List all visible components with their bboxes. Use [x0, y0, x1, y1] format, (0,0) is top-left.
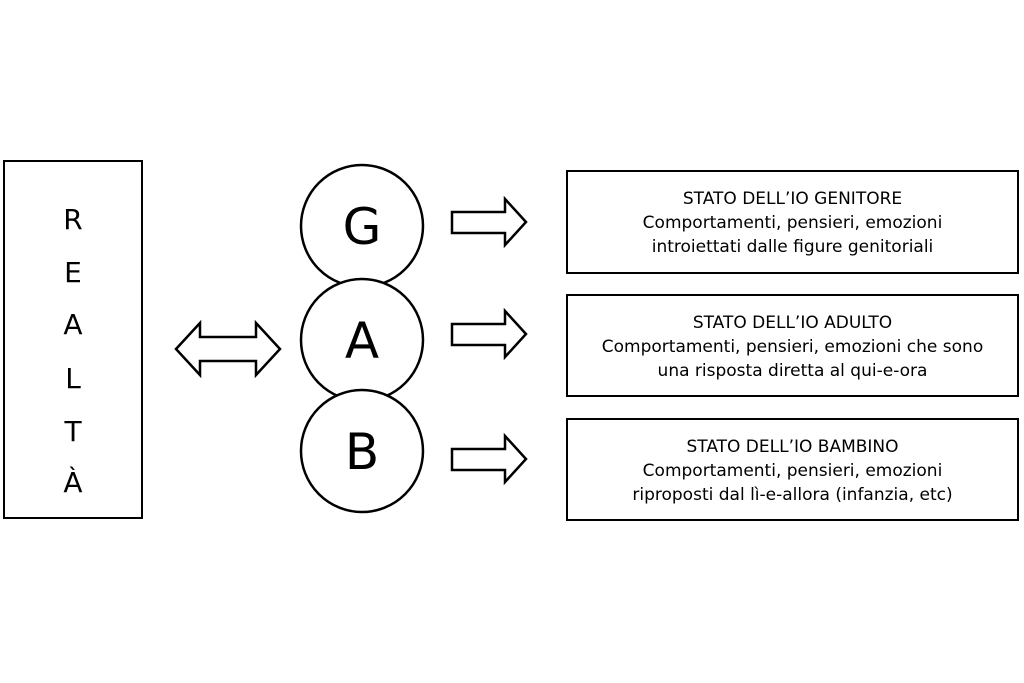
reality-letter-5: T	[64, 415, 82, 448]
reality-letter-6: À	[63, 466, 83, 499]
circle-a-letter: A	[345, 312, 379, 370]
arrow-right-icon	[450, 307, 528, 361]
arrow-right-icon	[450, 432, 528, 486]
state-box-bambino: STATO DELL’IO BAMBINO Comportamenti, pen…	[566, 418, 1019, 521]
state-title: STATO DELL’IO ADULTO	[692, 313, 893, 333]
reality-letter-3: A	[63, 308, 83, 341]
state-line: Comportamenti, pensieri, emozioni	[642, 213, 943, 233]
double-arrow-icon	[174, 319, 282, 379]
circle-b	[299, 388, 425, 514]
state-line: Comportamenti, pensieri, emozioni che so…	[601, 337, 984, 357]
reality-letter-4: L	[65, 362, 81, 395]
state-box-genitore: STATO DELL’IO GENITORE Comportamenti, pe…	[566, 170, 1019, 274]
arrow-right-icon	[450, 195, 528, 249]
reality-letter-1: R	[63, 203, 83, 236]
reality-box: R E A L T À	[3, 160, 143, 519]
state-title: STATO DELL’IO BAMBINO	[686, 437, 899, 457]
reality-letter-2: E	[64, 256, 82, 289]
circle-g-letter: G	[343, 198, 382, 256]
state-line: una risposta diretta al qui-e-ora	[657, 361, 928, 381]
state-box-adulto: STATO DELL’IO ADULTO Comportamenti, pens…	[566, 294, 1019, 397]
circle-b-letter: B	[345, 423, 379, 481]
state-line: Comportamenti, pensieri, emozioni	[642, 461, 943, 481]
state-line: riproposti dal lì-e-allora (infanzia, et…	[632, 485, 953, 505]
state-line: introiettati dalle figure genitoriali	[651, 237, 934, 257]
state-title: STATO DELL’IO GENITORE	[682, 189, 903, 209]
